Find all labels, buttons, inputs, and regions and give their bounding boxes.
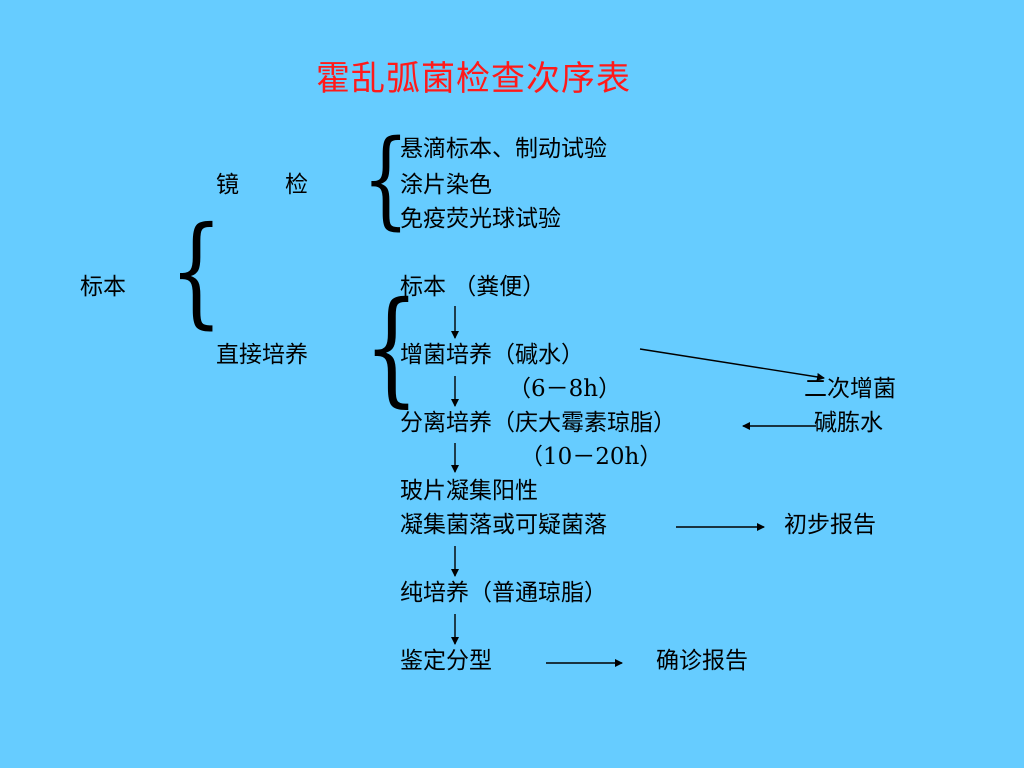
microscopy-item: 涂片染色 <box>400 172 492 198</box>
microscopy-item: 免疫荧光球试验 <box>400 206 561 232</box>
step-slide-agglutination: 玻片凝集阳性 <box>400 478 538 504</box>
microscopy-item: 悬滴标本、制动试验 <box>400 136 607 162</box>
alkaline-peptone-water: 碱胨水 <box>814 410 883 436</box>
page-title: 霍乱弧菌检查次序表 <box>316 59 631 99</box>
step-identification: 鉴定分型 <box>400 648 492 674</box>
step-suspect-colony: 凝集菌落或可疑菌落 <box>400 512 607 538</box>
step-isolation-time: （10－20h） <box>520 444 663 470</box>
arrow-to-second-enrichment <box>639 348 825 381</box>
culture-brace: { <box>363 276 420 420</box>
second-enrichment: 二次增菌 <box>804 376 896 402</box>
microscopy-brace: { <box>362 117 410 240</box>
culture-label: 直接培养 <box>216 342 308 368</box>
step-specimen: 标本 （粪便） <box>400 274 546 300</box>
root-specimen: 标本 <box>80 274 126 300</box>
preliminary-report: 初步报告 <box>784 512 876 538</box>
step-enrichment: 增菌培养（碱水） <box>400 342 584 368</box>
final-report: 确诊报告 <box>656 648 748 674</box>
step-enrichment-time: （6－8h） <box>508 376 622 402</box>
microscopy-label: 镜 检 <box>216 172 308 198</box>
root-brace: { <box>169 202 223 341</box>
step-pure-culture: 纯培养（普通琼脂） <box>400 580 607 606</box>
step-isolation: 分离培养（庆大霉素琼脂） <box>400 410 676 436</box>
